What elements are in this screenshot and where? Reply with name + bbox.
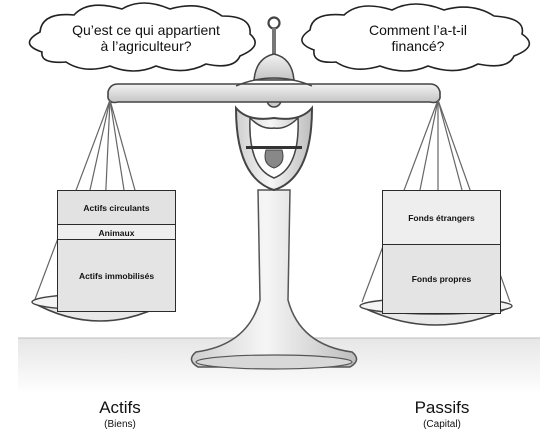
left-side-title: Actifs [99,398,141,417]
left-side-subtitle: (Biens) [104,419,136,430]
right-question-line1: Comment l’a-t-il [368,22,467,38]
block-actifs-circulants: Actifs circulants [57,190,176,226]
right-side-subtitle: (Capital) [423,419,461,430]
left-question-line2: à l’agriculteur? [100,38,192,54]
left-question-line1: Qu’est ce qui appartient [72,22,220,38]
left-thought-cloud [28,2,256,72]
right-thought-cloud [301,3,531,72]
block-fonds-propres: Fonds propres [382,244,501,314]
scale-base [190,189,358,370]
right-question-line2: financé? [391,38,445,54]
scale-ornament [234,105,314,192]
right-question: Comment l’a-t-il financé? [318,22,518,54]
block-fonds-etrangers: Fonds étrangers [382,190,501,246]
block-actifs-immobilises: Actifs immobilisés [57,239,176,312]
right-side-label: Passifs (Capital) [392,398,492,431]
left-side-label: Actifs (Biens) [70,398,170,431]
right-side-title: Passifs [414,398,470,417]
scale-beam [107,77,441,104]
left-question: Qu’est ce qui appartient à l’agriculteur… [46,22,246,54]
